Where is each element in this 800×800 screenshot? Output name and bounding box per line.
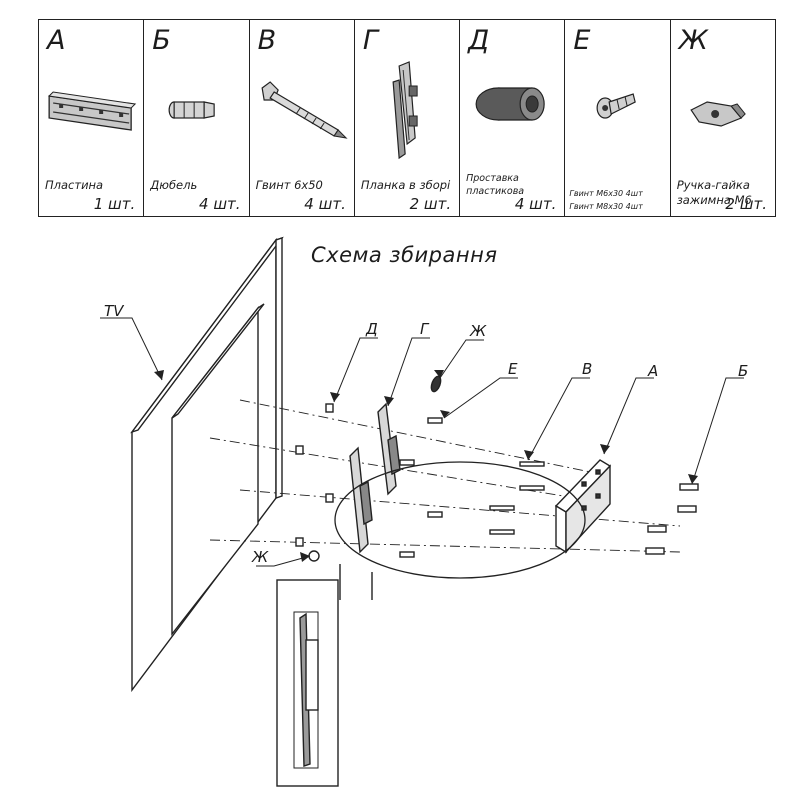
label-d: Д xyxy=(366,320,378,338)
part-qty: 4 шт. xyxy=(304,195,346,213)
part-qty: 4 шт. xyxy=(199,195,241,213)
part-name-line2: Гвинт М8х30 4шт xyxy=(569,202,643,211)
part-qty: 2 шт. xyxy=(725,195,767,213)
part-letter: В xyxy=(257,25,277,56)
detail-ellipse xyxy=(334,461,586,579)
part-name: Планка в зборі xyxy=(360,178,451,192)
label-zh-bottom: Ж xyxy=(252,548,269,566)
plate-icon xyxy=(48,91,137,131)
part-cell-b: Б Дюбель 4 шт. xyxy=(144,20,250,216)
bolt-icon xyxy=(596,93,637,119)
part-letter: Г xyxy=(362,25,378,56)
part-name-line1: Гвинт М6х30 4шт xyxy=(569,189,643,198)
part-name: Пластина xyxy=(45,178,104,192)
screw-icon xyxy=(261,81,348,139)
bracket-icon xyxy=(392,61,418,160)
label-g: Г xyxy=(420,320,429,338)
knob-nut-top xyxy=(430,375,442,393)
wall-plate-a xyxy=(554,459,612,554)
part-cell-g: Г Планка в зборі 2 шт. xyxy=(355,20,461,216)
knob-nut-icon xyxy=(689,101,746,127)
screws-e xyxy=(399,417,443,558)
part-cell-d: Д Проставка пластикова 4 шт. xyxy=(460,20,566,216)
parts-table: А Пластина 1 шт. Б Дюбель 4 шт. В xyxy=(38,19,776,217)
part-cell-a: А Пластина 1 шт. xyxy=(39,20,145,216)
part-letter: Ж xyxy=(678,25,708,56)
label-b: Б xyxy=(738,362,749,380)
part-letter: Д xyxy=(468,25,490,56)
knob-nut-bottom xyxy=(308,550,320,562)
part-name: Гвинт 6х50 xyxy=(255,178,323,192)
scheme-title: Схема збирання xyxy=(311,243,498,267)
label-a: А xyxy=(648,362,659,380)
part-letter: Е xyxy=(573,25,591,56)
part-qty: 4 шт. xyxy=(514,195,557,213)
part-letter: Б xyxy=(152,25,171,56)
spacer-icon xyxy=(475,87,545,121)
screws-v xyxy=(489,461,545,535)
part-name: Дюбель xyxy=(150,178,198,192)
part-qty: 2 шт. xyxy=(409,195,452,213)
part-name: Ручка-гайка зажимна М6 xyxy=(676,178,752,207)
spacers-d xyxy=(295,403,334,547)
part-qty: 1 шт. xyxy=(93,195,136,213)
part-cell-e: Е Гвинт М6х30 4шт Гвинт М8х30 4шт xyxy=(565,20,671,216)
label-tv: TV xyxy=(104,302,124,320)
part-name: Проставка пластикова xyxy=(466,173,525,197)
dowel-icon xyxy=(168,101,216,119)
label-zh-top: Ж xyxy=(470,322,487,340)
dowels-b xyxy=(645,483,699,555)
label-v: В xyxy=(582,360,593,378)
label-e: Е xyxy=(508,360,518,378)
part-cell-v: В Гвинт 6х50 4 шт. xyxy=(250,20,355,216)
part-letter: А xyxy=(47,25,66,56)
part-cell-zh: Ж Ручка-гайка зажимна М6 2 шт. xyxy=(671,20,775,216)
